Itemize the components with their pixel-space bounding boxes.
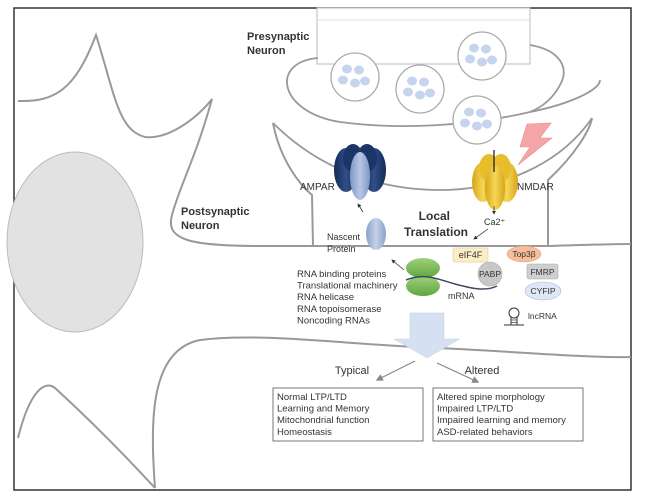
neurotransmitter-dot (487, 55, 497, 65)
dendrite-upper-edge (547, 243, 632, 247)
neurotransmitter-dot (415, 90, 425, 100)
eif4f-box (452, 247, 489, 263)
presynaptic-terminal (286, 57, 601, 127)
ampar-receptor-icon (334, 144, 386, 200)
ca2-label: Ca2⁺ (484, 217, 506, 227)
ca2-arrow (473, 228, 489, 240)
nascent-protein-icon (366, 218, 386, 250)
altered-outcome-item: Impaired learning and memory (437, 415, 566, 426)
typical-outcome-item: Mitochondrial function (277, 415, 369, 426)
nucleus (6, 151, 144, 333)
neurotransmitter-dot (338, 75, 348, 85)
typical-label: Typical (335, 365, 369, 377)
neurotransmitter-dot (481, 44, 491, 54)
neurotransmitter-dot (482, 119, 492, 129)
typical-outcome-item: Learning and Memory (277, 404, 370, 415)
neurotransmitter-dot (465, 54, 475, 64)
neurotransmitter-dot (460, 118, 470, 128)
ribosome-icon (406, 258, 440, 296)
postsynaptic-density (272, 117, 593, 191)
fmrp-label: FMRP (530, 267, 554, 277)
vesicle (330, 52, 380, 102)
presynaptic-label: Presynaptic Neuron (247, 31, 312, 57)
altered-outcomes-box (432, 387, 584, 442)
neurotransmitter-dot (477, 57, 487, 67)
neurotransmitter-dot (476, 108, 486, 118)
vesicle (457, 31, 507, 81)
altered-arrow (436, 362, 480, 383)
typical-arrow (375, 360, 416, 381)
neurotransmitter-dot (469, 43, 479, 53)
typical-outcomes-box (272, 387, 424, 442)
lncrna-icon (504, 307, 524, 326)
nascent-to-ampar-arrow (357, 203, 364, 213)
pabp-icon (477, 261, 503, 287)
nascent-protein-label: Nascent Protein (327, 232, 363, 254)
nmdar-receptor-icon (472, 150, 518, 210)
postsynaptic-label: Postsynaptic Neuron (181, 206, 253, 232)
lightning-icon (517, 122, 553, 166)
lncrna-label: lncRNA (528, 311, 557, 321)
neurotransmitter-dot (464, 107, 474, 117)
vesicle (395, 64, 445, 114)
altered-label: Altered (465, 365, 500, 377)
top3b-label: Top3β (512, 249, 535, 259)
nmdar-label: NMDAR (517, 182, 554, 193)
altered-outcome-item: ASD-related behaviors (437, 427, 533, 438)
cyfip-label: CYFIP (530, 286, 555, 296)
regulator-item: RNA helicase (297, 292, 354, 303)
neurotransmitter-dot (360, 76, 370, 86)
presynaptic-terminal-right (529, 44, 565, 113)
neurotransmitter-dot (342, 64, 352, 74)
dendrite-lower-edge (151, 336, 632, 489)
postsynaptic-neuron-outline (17, 31, 367, 248)
eif4f-label: eIF4F (459, 250, 483, 260)
regulator-item: RNA topoisomerase (297, 304, 381, 315)
mrna-label: mRNA (448, 291, 475, 301)
mrna-strand (405, 275, 498, 290)
cyfip-icon (524, 281, 562, 301)
ampar-label: AMPAR (300, 182, 335, 193)
altered-outcome-item: Impaired LTP/LTD (437, 404, 513, 415)
neurotransmitter-dot (425, 88, 435, 98)
regulator-item: Translational machinery (297, 281, 398, 292)
pabp-label: PABP (479, 269, 501, 279)
altered-outcome-item: Altered spine morphology (437, 392, 545, 403)
ribosome-to-protein-arrow (391, 259, 405, 271)
local-translation-label: Local Translation (404, 209, 468, 239)
neurotransmitter-dot (354, 65, 364, 75)
dendrite-branch (17, 384, 156, 489)
dendritic-spine (272, 117, 593, 247)
synaptic-vesicles (330, 31, 507, 145)
vesicle (452, 95, 502, 145)
typical-outcome-item: Normal LTP/LTD (277, 392, 347, 403)
neurotransmitter-dot (472, 121, 482, 131)
top3b-icon (506, 245, 542, 263)
neurotransmitter-dot (419, 77, 429, 87)
fmrp-box (526, 263, 559, 280)
regulator-item: Noncoding RNAs (297, 315, 370, 326)
neurotransmitter-dot (350, 78, 360, 88)
big-down-arrow (393, 312, 461, 359)
typical-outcome-item: Homeostasis (277, 427, 332, 438)
regulator-item: RNA binding proteins (297, 269, 386, 280)
neurotransmitter-dot (403, 87, 413, 97)
neurotransmitter-dot (407, 76, 417, 86)
